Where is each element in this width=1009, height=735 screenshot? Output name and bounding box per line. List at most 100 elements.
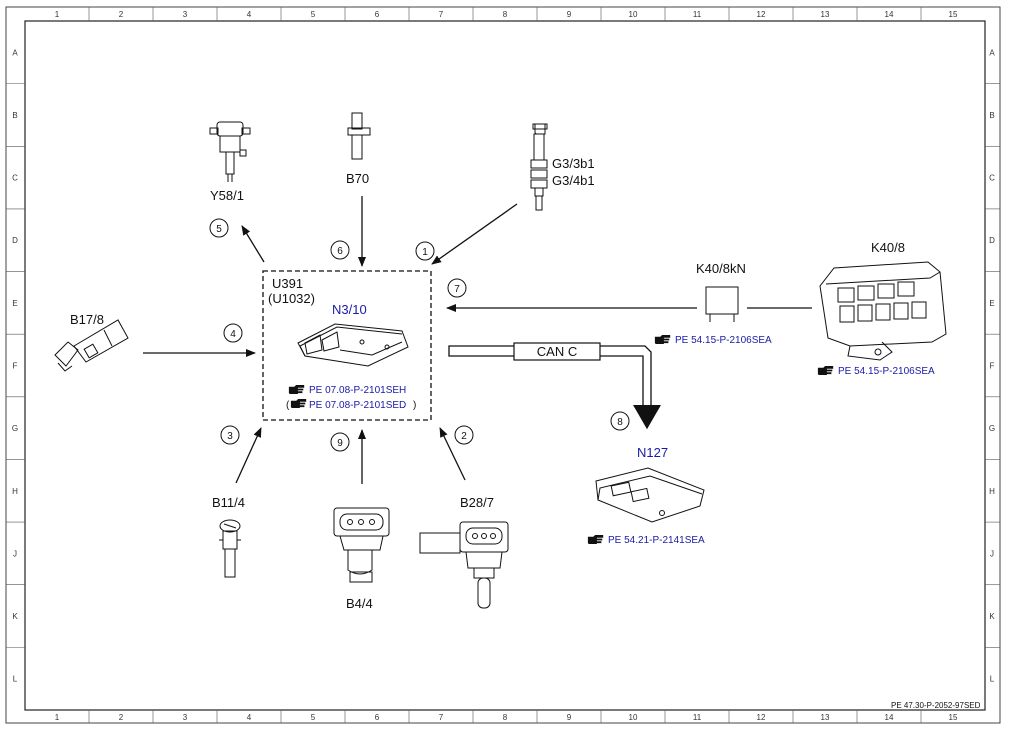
ecu-icon — [297, 323, 409, 367]
grid-column-bottom: 8 — [503, 713, 508, 722]
arrow-3 — [235, 427, 262, 484]
grid-column-top: 1 — [55, 10, 60, 19]
grid-row-right: F — [990, 362, 995, 371]
badge-6-text: 6 — [337, 246, 343, 257]
b4-4-label: B4/4 — [346, 596, 373, 611]
badge-2-text: 2 — [461, 431, 467, 442]
badge-5 — [209, 218, 229, 238]
badge-1-text: 1 — [422, 247, 428, 258]
grid-column-top: 13 — [821, 10, 830, 19]
grid-row-right: K — [989, 612, 995, 621]
can-label: CAN C — [537, 344, 577, 359]
badge-9-text: 9 — [337, 438, 343, 449]
svg-text:): ) — [413, 400, 416, 411]
drawing-frame — [5, 6, 1001, 724]
b17-8-label: B17/8 — [70, 312, 104, 327]
signal-badges — [209, 218, 630, 452]
grid-row-right: H — [989, 487, 995, 496]
control-unit-u391: U391 (U1032) N3/10 PE 07.08-P-2101SEH ( … — [262, 270, 432, 421]
grid-column-bottom: 4 — [247, 713, 252, 722]
relay-icon — [705, 286, 739, 322]
grid-row-left: A — [12, 48, 18, 57]
grid-row-left: B — [12, 111, 17, 120]
grid-row-right: B — [989, 111, 994, 120]
grid-row-left: D — [12, 236, 18, 245]
reference-icon — [817, 366, 834, 375]
grid-column-bottom: 2 — [119, 713, 124, 722]
can-bus: CAN C — [448, 342, 661, 430]
badge-3 — [220, 425, 240, 445]
b70-label: B70 — [346, 171, 369, 186]
grid-column-bottom: 10 — [629, 713, 638, 722]
badge-3-text: 3 — [227, 431, 233, 442]
grid-row-right: G — [989, 424, 995, 433]
k40-8kn-label: K40/8kN — [696, 261, 746, 276]
grid-column-bottom: 12 — [757, 713, 766, 722]
grid-column-top: 5 — [311, 10, 316, 19]
k40-8-label: K40/8 — [871, 240, 905, 255]
badge-8-text: 8 — [617, 417, 623, 428]
pressure-sensor-icon — [333, 507, 390, 583]
grid-column-top: 2 — [119, 10, 124, 19]
badge-9 — [330, 432, 350, 452]
grid-column-top: 3 — [183, 10, 188, 19]
grid-row-left: E — [12, 299, 17, 308]
grid-row-left: J — [13, 549, 17, 558]
grid-column-bottom: 15 — [949, 713, 958, 722]
grid-row-left: K — [12, 612, 18, 621]
n3-10-label: N3/10 — [332, 302, 367, 317]
badge-8 — [610, 411, 630, 431]
reference-icon — [288, 385, 305, 394]
grid-row-right: D — [989, 236, 995, 245]
badge-1 — [415, 241, 435, 261]
grid-column-bottom: 3 — [183, 713, 188, 722]
manifold-pressure-sensor-icon — [419, 521, 509, 609]
n127-ref[interactable]: PE 54.21-P-2141SEA — [608, 535, 705, 546]
n127-label: N127 — [637, 445, 668, 460]
grid-column-bottom: 13 — [821, 713, 830, 722]
reference-icon — [654, 335, 671, 344]
grid-row-left: C — [12, 174, 18, 183]
grid-column-bottom: 9 — [567, 713, 572, 722]
grid-column-top: 12 — [757, 10, 766, 19]
grid-row-right: C — [989, 174, 995, 183]
badge-6 — [330, 240, 350, 260]
control-unit-border — [262, 270, 432, 421]
badge-7-text: 7 — [454, 284, 460, 295]
crankshaft-sensor-icon — [347, 112, 371, 160]
grid-column-top: 4 — [247, 10, 252, 19]
badge-4-text: 4 — [230, 329, 236, 340]
k40-8-ref[interactable]: PE 54.15-P-2106SEA — [838, 366, 935, 377]
arrow-1 — [431, 203, 518, 265]
relay-module-icon — [819, 261, 947, 361]
grid-row-left: F — [13, 362, 18, 371]
control-unit-ref-1[interactable]: PE 07.08-P-2101SEH — [309, 385, 406, 396]
grid-column-bottom: 6 — [375, 713, 380, 722]
reference-icon — [290, 399, 307, 408]
k40-8kn-ref[interactable]: PE 54.15-P-2106SEA — [675, 335, 772, 346]
badge-2 — [454, 425, 474, 445]
grid-row-left: L — [13, 675, 18, 684]
control-unit-ref-2[interactable]: PE 07.08-P-2101SED — [309, 400, 406, 411]
grid-column-top: 9 — [567, 10, 572, 19]
grid-row-left: G — [12, 424, 18, 433]
grid-row-right: A — [989, 48, 995, 57]
powertrain-control-module-icon — [595, 467, 705, 523]
document-code: PE 47.30-P-2052-97SED — [891, 701, 981, 710]
grid-column-top: 10 — [629, 10, 638, 19]
g3-3b1-label: G3/3b1 — [552, 156, 595, 171]
arrow-5 — [241, 225, 265, 263]
grid-row-right: L — [990, 675, 995, 684]
coolant-temp-sensor-icon — [219, 519, 241, 578]
signal-arrows — [143, 196, 812, 484]
b11-4-label: B11/4 — [212, 495, 245, 510]
intake-temp-sensor-icon — [54, 319, 129, 372]
grid-column-bottom: 14 — [885, 713, 894, 722]
grid-row-right: J — [990, 549, 994, 558]
grid-row-left: H — [12, 487, 18, 496]
grid-column-bottom: 7 — [439, 713, 444, 722]
grid-index: 1122334455667788991010111112121313141415… — [6, 7, 1000, 723]
reference-icon — [587, 535, 604, 544]
grid-column-top: 7 — [439, 10, 444, 19]
